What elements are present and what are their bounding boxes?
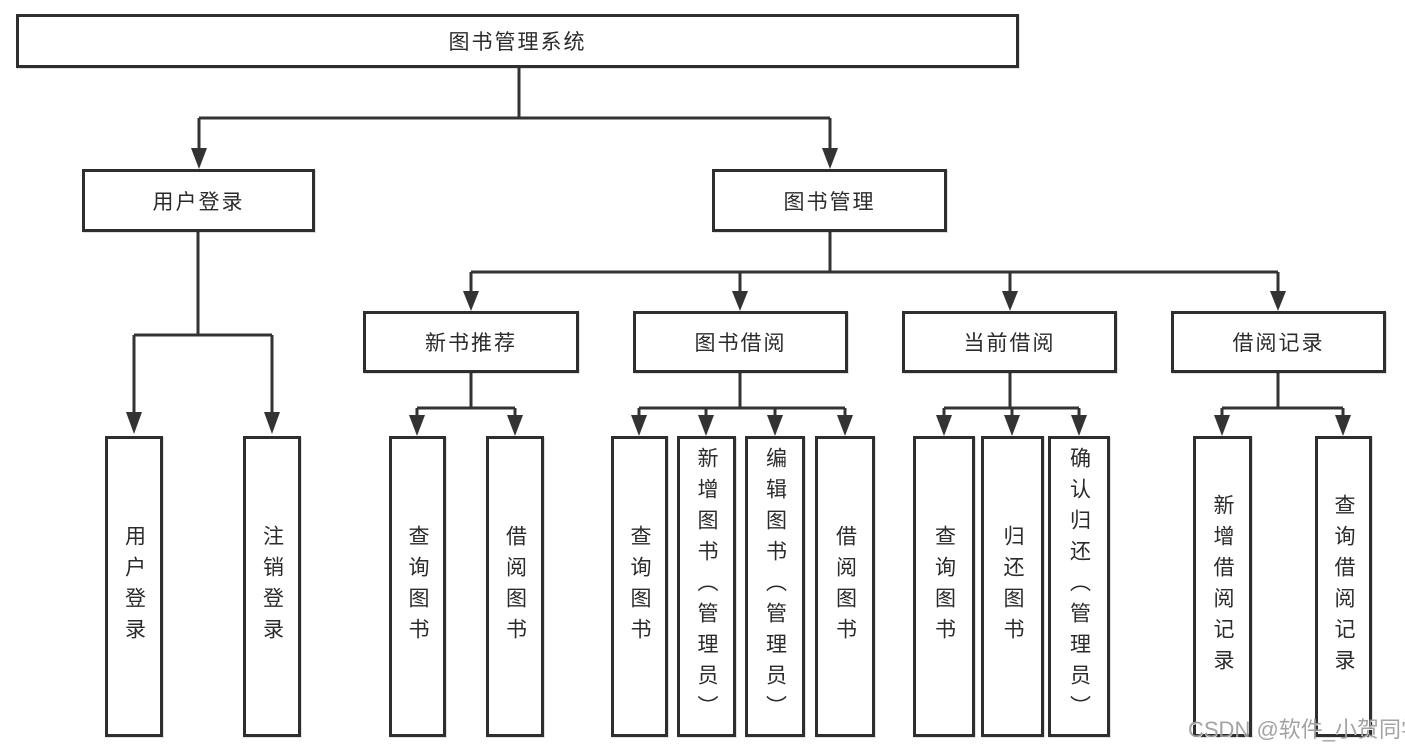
node-book-borrow: 图书借阅 [633,311,848,373]
node-root: 图书管理系统 [16,14,1019,68]
leaf-query-books-current: 查询图书 [913,436,975,737]
leaf-logout: 注销登录 [243,436,301,737]
node-new-book-recommend: 新书推荐 [363,311,579,373]
leaf-return-books: 归还图书 [981,436,1044,737]
leaf-add-book-admin: 新增图书（管理员） [677,436,736,737]
node-current-borrow: 当前借阅 [902,311,1117,373]
leaf-confirm-return-admin: 确认归还（管理员） [1048,436,1110,737]
leaf-edit-book-admin: 编辑图书（管理员） [745,436,805,737]
watermark: CSDN @软件_小贺同学 [1188,717,1405,742]
node-borrow-records: 借阅记录 [1171,311,1386,373]
node-book-management: 图书管理 [712,169,947,232]
leaf-query-books-borrow: 查询图书 [611,436,668,737]
leaf-add-borrow-record: 新增借阅记录 [1193,436,1252,737]
leaf-query-books-recommend: 查询图书 [389,436,446,737]
leaf-query-borrow-record: 查询借阅记录 [1315,436,1372,737]
node-user-login: 用户登录 [82,169,315,232]
leaf-borrow-books-recommend: 借阅图书 [486,436,544,737]
leaf-user-login: 用户登录 [105,436,163,737]
leaf-borrow-books: 借阅图书 [815,436,875,737]
